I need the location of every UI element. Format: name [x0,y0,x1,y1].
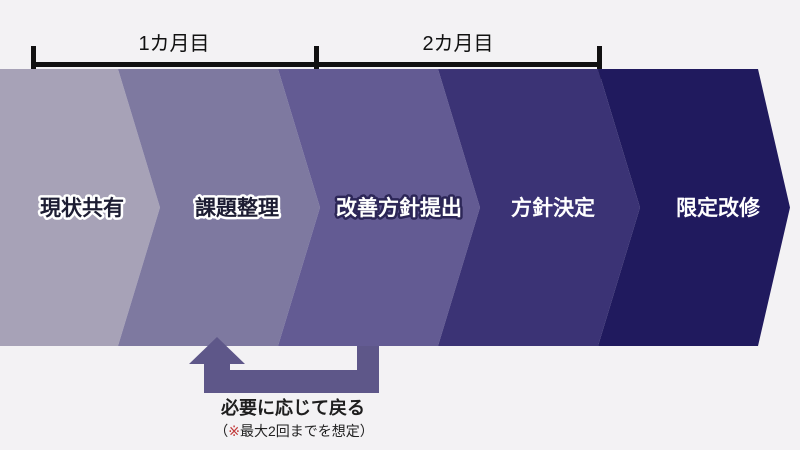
month-1-label: 1カ月目 [138,33,209,55]
return-note-open: （ [214,423,228,439]
month-2-label: 2カ月目 [422,33,493,55]
step-band: 現状共有 課題整理 改善方針提出 方針決定 限定改修 [0,69,790,346]
return-note: （※最大2回までを想定） [214,423,374,439]
timeline-tick-end [597,46,602,79]
timeline-tick-start [31,46,36,79]
step-5-label: 限定改修 [676,196,761,220]
step-3-label: 改善方針提出 [336,196,462,220]
return-arrow [189,337,379,393]
return-label: 必要に応じて戻る [220,397,365,418]
return-note-text: 最大2回までを想定） [240,423,374,439]
step-2-chevron [118,69,320,346]
step-4-chevron [438,69,640,346]
month-timeline: 1カ月目 2カ月目 [31,33,602,79]
timeline-tick-mid [314,46,319,79]
return-note-asterisk: ※ [228,423,240,439]
step-1-chevron [0,69,160,346]
return-loop: 必要に応じて戻る （※最大2回までを想定） [189,337,379,439]
step-1-label: 現状共有 [40,196,124,220]
step-5-chevron [598,69,790,346]
step-2-label: 課題整理 [195,196,279,220]
step-3-chevron [278,69,480,346]
step-4-label: 方針決定 [511,196,595,220]
